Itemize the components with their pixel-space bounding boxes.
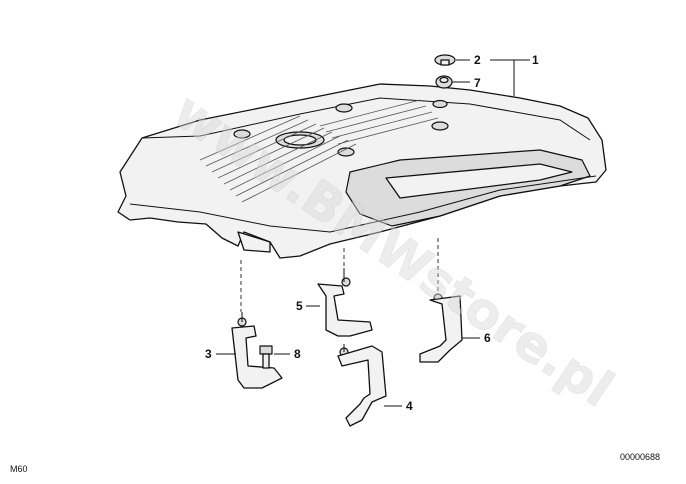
alignment-lines bbox=[240, 238, 439, 312]
callout-8: 8 bbox=[294, 347, 301, 361]
callout-2: 2 bbox=[474, 53, 481, 67]
grommet-7 bbox=[435, 75, 453, 89]
bolt-8 bbox=[259, 345, 273, 369]
callout-1: 1 bbox=[532, 53, 539, 67]
model-code-label: M60 bbox=[10, 464, 28, 474]
bracket-3 bbox=[231, 312, 283, 389]
diagram-number-label: 00000688 bbox=[620, 452, 660, 462]
callout-4: 4 bbox=[406, 399, 413, 413]
bracket-6 bbox=[419, 293, 463, 363]
callout-5: 5 bbox=[296, 299, 303, 313]
bracket-4 bbox=[337, 344, 387, 427]
callout-6: 6 bbox=[484, 331, 491, 345]
cap-2 bbox=[434, 54, 456, 66]
leader-lines bbox=[216, 59, 530, 407]
callout-3: 3 bbox=[205, 347, 212, 361]
bracket-5 bbox=[317, 268, 373, 337]
callout-7: 7 bbox=[474, 76, 481, 90]
engine-cover bbox=[117, 83, 607, 259]
